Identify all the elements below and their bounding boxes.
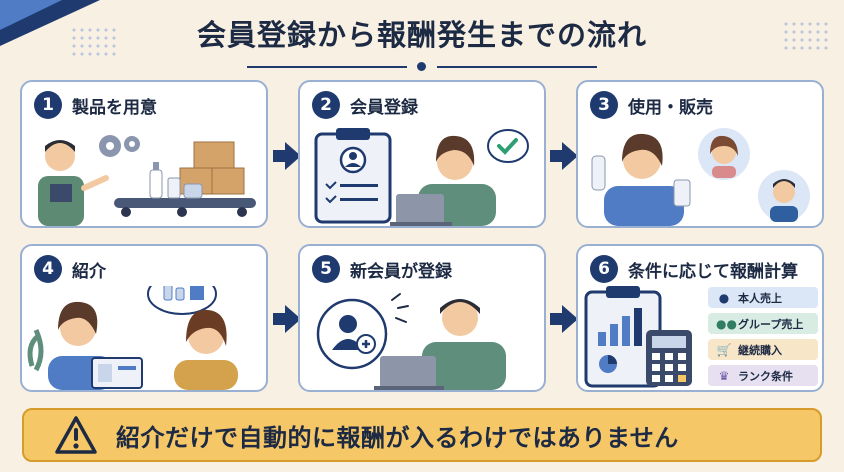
step-card-1: 1 製品を用意 — [20, 80, 268, 228]
report-clipboard-icon — [584, 286, 662, 388]
step-number: 6 — [590, 255, 618, 283]
step-card-4: 4 紹介 — [20, 244, 268, 392]
condition-chip-rank: ♛ ランク条件 — [708, 365, 818, 386]
step-title: 紹介 — [72, 261, 106, 282]
dot-pattern-right — [782, 20, 828, 54]
use-and-sell-illustration — [578, 122, 822, 226]
woman-with-laptop-figure — [390, 135, 496, 226]
customer-woman-circle — [698, 128, 750, 180]
step-title: 製品を用意 — [72, 97, 157, 118]
condition-label: ランク条件 — [738, 369, 793, 383]
step-card-6: 6 条件に応じて報酬計算 ● 本人売 — [576, 244, 824, 392]
dot-pattern-left — [70, 26, 116, 60]
reward-calculation-illustration: ● 本人売上 ●● グループ売上 🛒 継続購入 ♛ ランク条件 — [578, 286, 822, 390]
warning-banner: 紹介だけで自動的に報酬が入るわけではありません — [22, 408, 822, 462]
add-user-icon — [316, 298, 388, 370]
new-member-illustration — [300, 286, 544, 390]
registration-illustration — [300, 122, 544, 226]
condition-label: グループ売上 — [738, 317, 804, 331]
step-title: 条件に応じて報酬計算 — [628, 261, 798, 282]
step-card-2: 2 会員登録 — [298, 80, 546, 228]
title-underline-dot — [417, 62, 426, 71]
clipboard-icon — [314, 128, 392, 224]
plant-icon — [27, 328, 44, 372]
step-number: 4 — [34, 255, 62, 283]
condition-label: 継続購入 — [738, 343, 782, 357]
woman-holding-products-figure — [591, 133, 691, 226]
step-card-3: 3 使用・販売 — [576, 80, 824, 228]
title-underline-left — [247, 66, 407, 68]
condition-chip-continued-purchase: 🛒 継続購入 — [708, 339, 818, 360]
customer-man-circle — [758, 170, 810, 222]
title-underline-right — [437, 66, 597, 68]
crown-icon: ♛ — [718, 368, 730, 383]
step-number: 5 — [312, 255, 340, 283]
person-icon: ● — [718, 290, 730, 305]
condition-label: 本人売上 — [738, 291, 782, 305]
page-title: 会員登録から報酬発生までの流れ — [196, 18, 647, 52]
idea-bubble-icon — [147, 273, 217, 315]
condition-chip-personal-sales: ● 本人売上 — [708, 287, 818, 308]
woman-explaining-figure — [48, 301, 143, 390]
calculator-icon — [646, 330, 692, 386]
group-icon: ●● — [716, 316, 737, 331]
corner-decoration-inner — [0, 0, 62, 30]
check-bubble-icon — [487, 129, 529, 163]
warning-icon — [55, 416, 97, 454]
step-number: 3 — [590, 91, 618, 119]
step-number: 2 — [312, 91, 340, 119]
cart-icon: 🛒 — [716, 342, 732, 357]
referral-illustration — [22, 273, 266, 390]
conveyor-belt — [114, 198, 256, 208]
step-title: 新会員が登録 — [350, 261, 452, 282]
factory-illustration — [22, 122, 266, 226]
step-title: 会員登録 — [350, 97, 418, 118]
step-title: 使用・販売 — [628, 97, 713, 118]
listener-woman-figure — [174, 309, 238, 390]
step-number: 1 — [34, 91, 62, 119]
worker-figure — [38, 140, 109, 226]
warning-text: 紹介だけで自動的に報酬が入るわけではありません — [116, 423, 679, 452]
step-card-5: 5 新会員が登録 — [298, 244, 546, 392]
condition-chip-group-sales: ●● グループ売上 — [708, 313, 818, 334]
gear-icon — [99, 135, 140, 157]
product-bottle-icon — [149, 162, 203, 199]
man-with-laptop-figure — [374, 293, 506, 390]
